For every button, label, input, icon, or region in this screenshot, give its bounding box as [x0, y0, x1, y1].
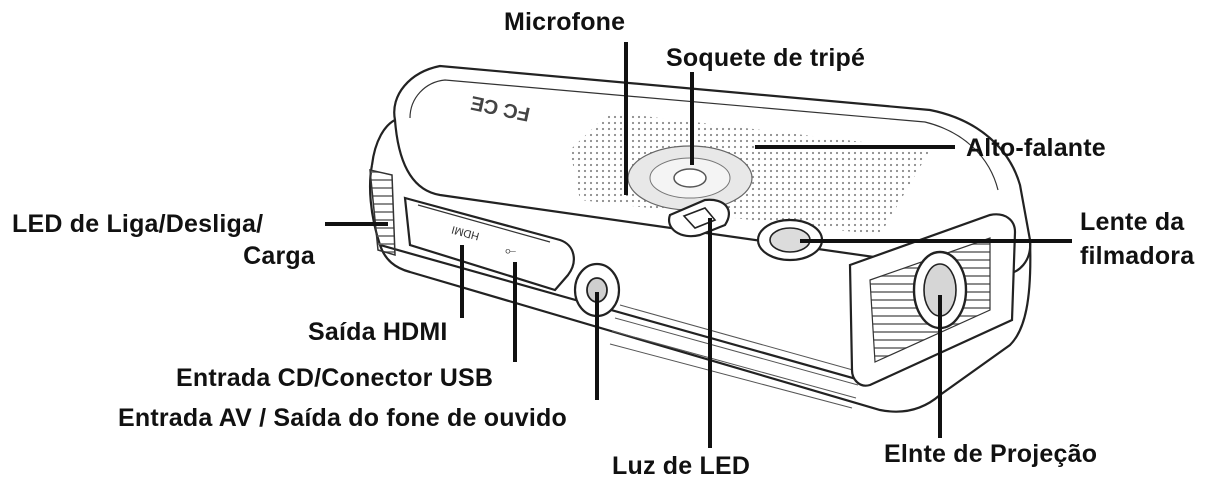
- label-microfone: Microfone: [504, 8, 626, 36]
- usb-icon-mark: ⟜: [505, 243, 516, 259]
- hdmi-marking: HDMI: [450, 223, 480, 242]
- label-lente-line1: Lente da: [1080, 208, 1185, 236]
- label-elnte-de-projecao: Elnte de Projeção: [884, 440, 1098, 468]
- label-entrada-av: Entrada AV / Saída do fone de ouvido: [118, 404, 567, 432]
- label-led-liga-line1: LED de Liga/Desliga/: [12, 210, 264, 238]
- projector-module: [848, 213, 1017, 387]
- tripod-socket: [627, 145, 753, 211]
- label-saida-hdmi: Saída HDMI: [308, 318, 448, 346]
- fcc-marking: FC CE: [469, 91, 532, 125]
- front-grip-lines: [609, 304, 861, 409]
- label-soquete-de-tripe: Soquete de tripé: [666, 44, 866, 72]
- led-window: [667, 198, 730, 238]
- regulatory-marks: FC CE: [469, 91, 532, 125]
- leader-lines: [325, 42, 1072, 448]
- label-luz-de-led: Luz de LED: [612, 452, 751, 480]
- label-alto-falante: Alto-falante: [966, 134, 1106, 162]
- av-jack: [573, 262, 621, 318]
- port-panel: HDMI ⟜: [403, 196, 575, 292]
- label-lente-line2: filmadora: [1080, 242, 1195, 270]
- label-led-liga-line2: Carga: [243, 242, 315, 270]
- label-entrada-cd-usb: Entrada CD/Conector USB: [176, 364, 494, 392]
